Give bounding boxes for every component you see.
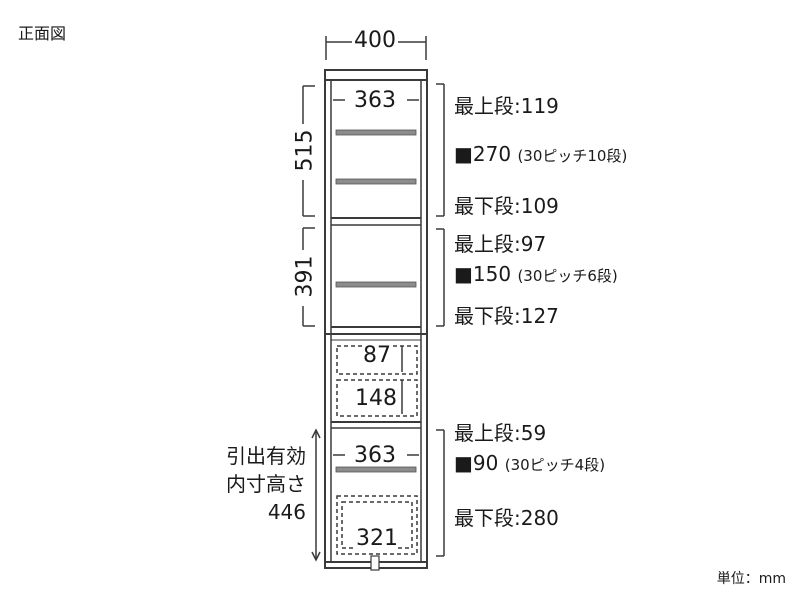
pullout-label-2: 内寸高さ: [226, 472, 306, 496]
marker-icon: ■: [454, 451, 473, 475]
cabinet-outline: [324, 69, 428, 569]
foot-marker: [370, 555, 380, 571]
drawer-bottom: [336, 495, 418, 555]
shelf-pin-row: [335, 178, 417, 185]
drawer-lower: [336, 379, 418, 417]
top-shelf-top-label: 最上段:119: [454, 94, 559, 118]
top-shelf-bottom-label: 最下段:109: [454, 194, 559, 218]
pullout-height-note: 引出有効 内寸高さ 446: [206, 442, 306, 526]
shelf-pin-row: [335, 281, 417, 288]
unit-label: 単位：mm: [716, 571, 786, 587]
bottom-pitch-note: (30ピッチ4段): [504, 456, 606, 474]
drawer-upper-height-label: 87: [363, 343, 391, 368]
middle-shelf-bottom-label: 最下段:127: [454, 304, 559, 328]
drawer-lower-height-label: 148: [355, 386, 397, 411]
top-pitch-note: (30ピッチ10段): [517, 147, 628, 165]
bottom-shelf-top-label: 最上段:59: [454, 421, 547, 445]
pullout-value: 446: [267, 500, 306, 524]
drawer-upper: [336, 345, 418, 375]
overall-width-label: 400: [352, 28, 398, 53]
top-height-label: 515: [292, 129, 318, 172]
top-pitch-value: 270: [472, 142, 512, 166]
middle-pitch-note: (30ピッチ6段): [517, 267, 618, 285]
shelf-pin-row: [335, 466, 417, 473]
middle-height-label: 391: [292, 255, 318, 298]
marker-icon: ■: [454, 142, 473, 166]
top-inner-width-label: 363: [354, 88, 396, 113]
bottom-shelf-bottom-label: 最下段:280: [454, 506, 559, 530]
bottom-inner-width-label: 363: [354, 443, 396, 468]
pullout-label-1: 引出有効: [226, 444, 306, 468]
page-title: 正面図: [18, 24, 67, 43]
bottom-pitch-value: 90: [472, 451, 499, 475]
middle-shelf-top-label: 最上段:97: [454, 232, 547, 256]
marker-icon: ■: [454, 262, 473, 286]
shelf-pin-row: [335, 129, 417, 136]
middle-pitch-value: 150: [472, 262, 512, 286]
bottom-drawer-width-label: 321: [356, 526, 398, 551]
